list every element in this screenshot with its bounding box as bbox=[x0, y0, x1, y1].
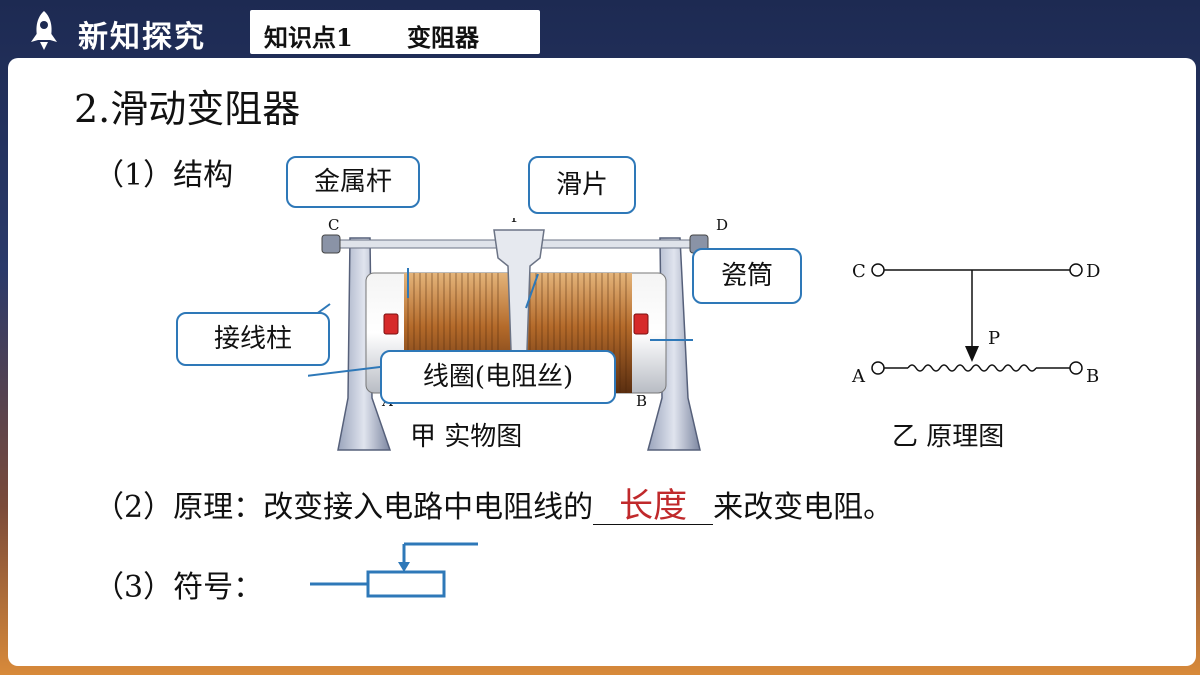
schematic-label-a: A bbox=[851, 366, 866, 387]
photo-label-b: B bbox=[636, 392, 647, 410]
principle-prefix: （2）原理：改变接入电路中电阻线的 bbox=[94, 490, 594, 525]
item-symbol: （3）符号： bbox=[94, 570, 264, 605]
rheostat-symbol bbox=[310, 542, 478, 598]
photo-label-d: D bbox=[716, 218, 728, 234]
photo-label-c: C bbox=[328, 218, 339, 234]
schematic-label-b: B bbox=[1086, 366, 1099, 387]
schematic-label-c: C bbox=[852, 261, 866, 282]
schematic-caption: 乙 原理图 bbox=[892, 422, 1005, 452]
callout-terminal: 接线柱 bbox=[176, 312, 330, 366]
callout-coil: 线圈(电阻丝) bbox=[380, 350, 616, 404]
callout-metal-rod: 金属杆 bbox=[286, 156, 420, 208]
page-heading: 2.滑动变阻器 bbox=[74, 87, 301, 131]
item-structure: （1）结构 bbox=[94, 158, 234, 193]
schematic-label-p: P bbox=[988, 328, 1000, 349]
photo-caption: 甲 实物图 bbox=[410, 422, 523, 452]
schematic-diagram: C D P A B bbox=[851, 261, 1100, 387]
section-title: 新知探究 bbox=[78, 20, 206, 55]
schematic-label-d: D bbox=[1086, 261, 1100, 282]
topic-label: 变阻器 bbox=[407, 23, 479, 52]
principle-suffix: 来改变电阻。 bbox=[713, 490, 894, 525]
principle-answer: 长度 bbox=[593, 488, 714, 525]
callout-porcelain-tube: 瓷筒 bbox=[692, 248, 802, 304]
content-card: 2.滑动变阻器 （1）结构 bbox=[8, 58, 1196, 666]
top-bar: 新知探究 知识点1 变阻器 bbox=[0, 0, 1200, 58]
photo-label-p: P bbox=[511, 218, 521, 226]
knowledge-point-tab: 知识点1 变阻器 bbox=[250, 10, 540, 54]
knowledge-point-label: 知识点1 bbox=[264, 23, 353, 52]
callout-slider: 滑片 bbox=[528, 156, 636, 214]
item-principle: （2）原理：改变接入电路中电阻线的长度来改变电阻。 bbox=[94, 482, 893, 526]
rocket-icon bbox=[31, 11, 57, 50]
